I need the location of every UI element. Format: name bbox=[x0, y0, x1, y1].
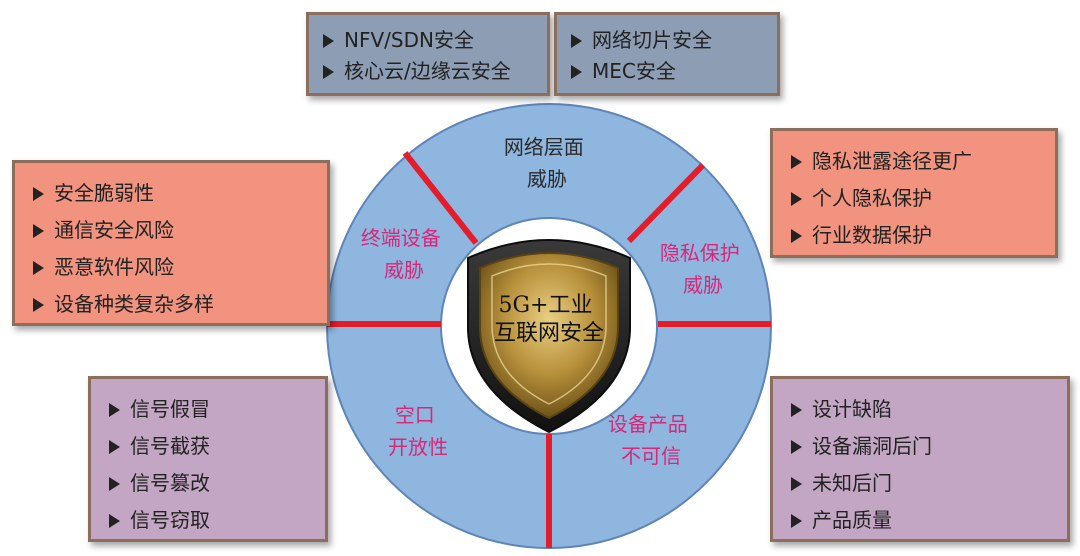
product-trust-list: 设计缺陷 设备漏洞后门 未知后门 产品质量 bbox=[791, 391, 1049, 539]
arrow-bullet-icon bbox=[33, 186, 44, 201]
product-trust-box: 设计缺陷 设备漏洞后门 未知后门 产品质量 bbox=[770, 376, 1070, 542]
list-item: MEC安全 bbox=[571, 56, 763, 87]
arrow-bullet-icon bbox=[323, 33, 334, 48]
terminal-threats-box: 安全脆弱性 通信安全风险 恶意软件风险 设备种类复杂多样 bbox=[12, 160, 330, 326]
list-item: 设备种类复杂多样 bbox=[33, 286, 309, 323]
top-right-box: 网络切片安全 MEC安全 bbox=[554, 12, 780, 96]
arrow-bullet-icon bbox=[109, 513, 120, 528]
arrow-bullet-icon bbox=[109, 402, 120, 417]
arrow-bullet-icon bbox=[109, 476, 120, 491]
list-item: 未知后门 bbox=[791, 465, 1049, 502]
top-left-list: NFV/SDN安全 核心云/边缘云安全 bbox=[323, 25, 533, 87]
divider-upper-left bbox=[402, 151, 479, 245]
arrow-bullet-icon bbox=[33, 297, 44, 312]
segment-air-label: 空口 开放性 bbox=[388, 403, 448, 459]
list-item: 通信安全风险 bbox=[33, 212, 309, 249]
list-item: 设计缺陷 bbox=[791, 391, 1049, 428]
arrow-bullet-icon bbox=[791, 513, 802, 528]
arrow-bullet-icon bbox=[323, 64, 334, 79]
segment-product-label: 设备产品 不可信 bbox=[608, 412, 694, 468]
list-item: 核心云/边缘云安全 bbox=[323, 56, 533, 87]
arrow-bullet-icon bbox=[33, 223, 44, 238]
list-item: 产品质量 bbox=[791, 502, 1049, 539]
list-item: 个人隐私保护 bbox=[791, 180, 1037, 217]
segment-network-label: 网络层面 威胁 bbox=[504, 135, 590, 191]
air-interface-box: 信号假冒 信号截获 信号篡改 信号窃取 bbox=[88, 376, 328, 542]
arrow-bullet-icon bbox=[791, 476, 802, 491]
list-item: 隐私泄露途径更广 bbox=[791, 143, 1037, 180]
privacy-threats-box: 隐私泄露途径更广 个人隐私保护 行业数据保护 bbox=[770, 128, 1058, 258]
arrow-bullet-icon bbox=[791, 191, 802, 206]
list-item: 信号篡改 bbox=[109, 465, 307, 502]
list-item: 信号截获 bbox=[109, 428, 307, 465]
top-left-box: NFV/SDN安全 核心云/边缘云安全 bbox=[306, 12, 550, 96]
air-interface-list: 信号假冒 信号截获 信号篡改 信号窃取 bbox=[109, 391, 307, 539]
arrow-bullet-icon bbox=[33, 260, 44, 275]
list-item: 行业数据保护 bbox=[791, 217, 1037, 254]
center-title: 5G+工业 互联网安全 bbox=[494, 293, 604, 346]
list-item: 恶意软件风险 bbox=[33, 249, 309, 286]
terminal-threats-list: 安全脆弱性 通信安全风险 恶意软件风险 设备种类复杂多样 bbox=[33, 175, 309, 323]
segment-privacy-label: 隐私保护 威胁 bbox=[660, 241, 746, 297]
arrow-bullet-icon bbox=[571, 64, 582, 79]
list-item: 信号假冒 bbox=[109, 391, 307, 428]
list-item: 信号窃取 bbox=[109, 502, 307, 539]
top-right-list: 网络切片安全 MEC安全 bbox=[571, 25, 763, 87]
segment-terminal-label: 终端设备 威胁 bbox=[361, 226, 447, 282]
arrow-bullet-icon bbox=[791, 402, 802, 417]
arrow-bullet-icon bbox=[791, 228, 802, 243]
divider-upper-right bbox=[626, 162, 706, 244]
shield-icon bbox=[467, 239, 631, 434]
list-item: 设备漏洞后门 bbox=[791, 428, 1049, 465]
arrow-bullet-icon bbox=[571, 33, 582, 48]
list-item: NFV/SDN安全 bbox=[323, 25, 533, 56]
privacy-threats-list: 隐私泄露途径更广 个人隐私保护 行业数据保护 bbox=[791, 143, 1037, 254]
arrow-bullet-icon bbox=[791, 439, 802, 454]
list-item: 网络切片安全 bbox=[571, 25, 763, 56]
list-item: 安全脆弱性 bbox=[33, 175, 309, 212]
arrow-bullet-icon bbox=[791, 154, 802, 169]
arrow-bullet-icon bbox=[109, 439, 120, 454]
